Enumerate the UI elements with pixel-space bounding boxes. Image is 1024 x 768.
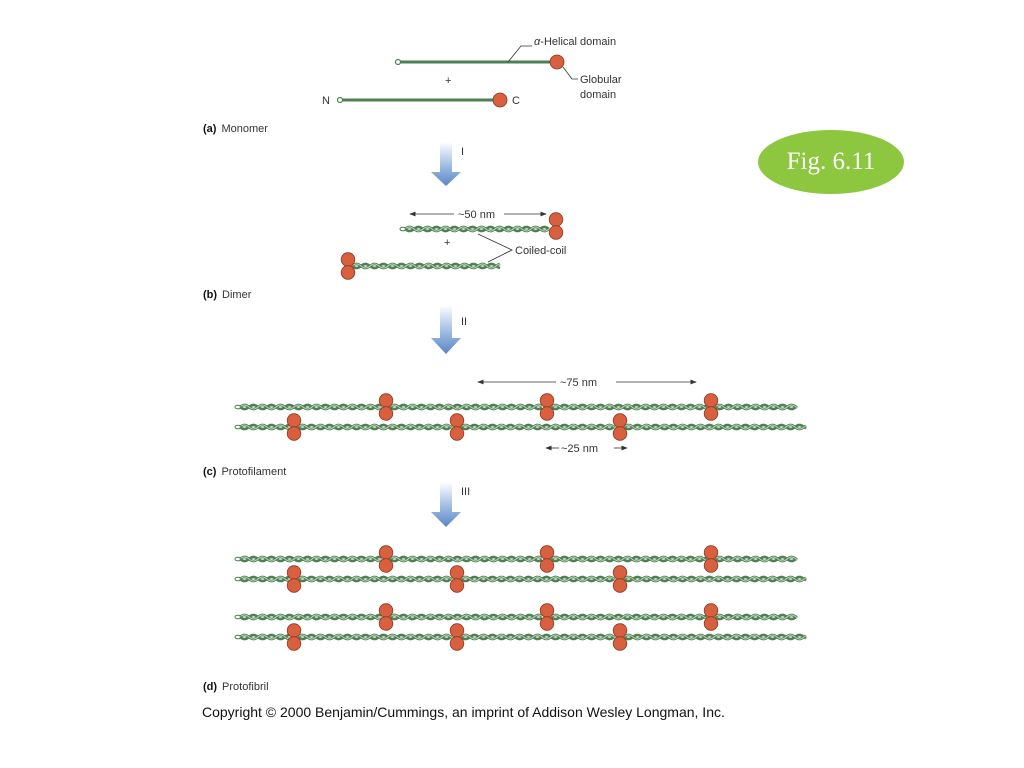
coiled-coil-segment bbox=[234, 555, 383, 563]
monomer-top-n-end bbox=[394, 58, 402, 66]
repeat-length-label: ~75 nm bbox=[560, 377, 597, 389]
globular-head-pair bbox=[378, 545, 394, 573]
globular-head-pair bbox=[539, 545, 555, 573]
dimer-top-coiled-coil bbox=[399, 212, 564, 240]
monomer-section: + N C α-Helical domain Globular domain (… bbox=[203, 36, 622, 135]
globular-head-pair bbox=[703, 603, 719, 631]
protofilament-section: ~75 nm ~25 nm (c)Protofilament bbox=[203, 377, 807, 478]
coiled-coil-segment bbox=[709, 403, 798, 411]
figure-number-text: Fig. 6.11 bbox=[786, 148, 876, 175]
globular-head-pair bbox=[612, 623, 628, 651]
protofibril-upper-protofilament bbox=[234, 545, 807, 593]
coiled-coil-segment bbox=[545, 403, 708, 411]
coiled-coil-segment bbox=[292, 575, 453, 583]
stage-c-caption: (c)Protofilament bbox=[203, 466, 286, 478]
monomer-bottom-globular-head bbox=[492, 92, 508, 108]
coiled-coil-segment bbox=[618, 575, 807, 583]
coiled-coil-segment bbox=[618, 633, 807, 641]
globular-head-pair bbox=[612, 413, 628, 441]
globular-head-pair bbox=[539, 393, 555, 421]
n-terminus-label: N bbox=[322, 95, 330, 107]
dimer-section: ~50 nm + Coiled-coil (b)Dimer bbox=[203, 209, 566, 301]
plus-sign-dimer: + bbox=[444, 237, 450, 249]
globular-head-pair bbox=[548, 212, 564, 240]
globular-head-pair bbox=[286, 413, 302, 441]
figure-number-badge: Fig. 6.11 bbox=[758, 130, 904, 194]
plus-sign-monomer: + bbox=[445, 75, 451, 87]
c-terminus-label: C bbox=[512, 95, 520, 107]
helical-domain-leader bbox=[507, 45, 532, 63]
copyright-notice: Copyright © 2000 Benjamin/Cummings, an i… bbox=[202, 704, 725, 720]
stage-b-caption: (b)Dimer bbox=[203, 289, 252, 301]
coiled-coil-segment bbox=[455, 575, 616, 583]
globular-head-pair bbox=[286, 565, 302, 593]
coiled-coil-segment bbox=[709, 613, 798, 621]
globular-head-pair bbox=[449, 623, 465, 651]
globular-head-pair bbox=[449, 565, 465, 593]
coiled-coil-segment bbox=[618, 423, 807, 431]
protofibril-section: (d)Protofibril bbox=[203, 545, 807, 693]
protofibril-lower-protofilament bbox=[234, 603, 807, 651]
coiled-coil-segment bbox=[292, 423, 453, 431]
stage-a-caption: (a)Monomer bbox=[203, 123, 268, 135]
globular-head-pair bbox=[703, 393, 719, 421]
globular-head-pair bbox=[340, 252, 356, 280]
coiled-coil-leader bbox=[477, 233, 513, 263]
coiled-coil-segment bbox=[545, 613, 708, 621]
coiled-coil-segment bbox=[346, 262, 501, 270]
globular-head-pair bbox=[612, 565, 628, 593]
globular-domain-leader bbox=[562, 66, 578, 80]
coiled-coil-segment bbox=[384, 613, 543, 621]
coiled-coil-segment bbox=[234, 423, 291, 431]
coiled-coil-segment bbox=[234, 403, 383, 411]
globular-head-pair bbox=[703, 545, 719, 573]
dimer-length-label: ~50 nm bbox=[458, 209, 495, 221]
globular-head-pair bbox=[378, 393, 394, 421]
globular-head-pair bbox=[449, 413, 465, 441]
coiled-coil-segment bbox=[234, 575, 291, 583]
step-arrow-2: II bbox=[431, 305, 467, 354]
globular-domain-label-line1: Globular bbox=[580, 74, 622, 86]
offset-length-label: ~25 nm bbox=[561, 443, 598, 455]
coiled-coil-segment bbox=[234, 633, 291, 641]
step-arrow-1: I bbox=[431, 142, 464, 186]
monomer-bottom-n-end bbox=[336, 96, 344, 104]
monomer-top-globular-head bbox=[549, 54, 565, 70]
coiled-coil-segment bbox=[545, 555, 708, 563]
step-arrow-3: III bbox=[431, 482, 470, 527]
step-label-2: II bbox=[461, 316, 467, 328]
globular-domain-label-line2: domain bbox=[580, 89, 616, 101]
dimer-bottom-coiled-coil bbox=[340, 252, 501, 280]
coiled-coil-segment bbox=[384, 555, 543, 563]
protofilament-strands bbox=[234, 393, 807, 441]
coiled-coil-segment bbox=[455, 633, 616, 641]
coiled-coil-segment bbox=[455, 423, 616, 431]
globular-head-pair bbox=[539, 603, 555, 631]
coiled-coil-segment bbox=[234, 613, 383, 621]
coiled-coil-label: Coiled-coil bbox=[515, 245, 566, 257]
coiled-coil-segment bbox=[399, 225, 550, 233]
stage-d-caption: (d)Protofibril bbox=[203, 681, 269, 693]
coiled-coil-segment bbox=[292, 633, 453, 641]
step-label-3: III bbox=[461, 486, 470, 498]
globular-head-pair bbox=[286, 623, 302, 651]
coiled-coil-segment bbox=[384, 403, 543, 411]
globular-head-pair bbox=[378, 603, 394, 631]
helical-domain-label: α-Helical domain bbox=[534, 36, 616, 48]
step-label-1: I bbox=[461, 146, 464, 158]
coiled-coil-segment bbox=[709, 555, 798, 563]
